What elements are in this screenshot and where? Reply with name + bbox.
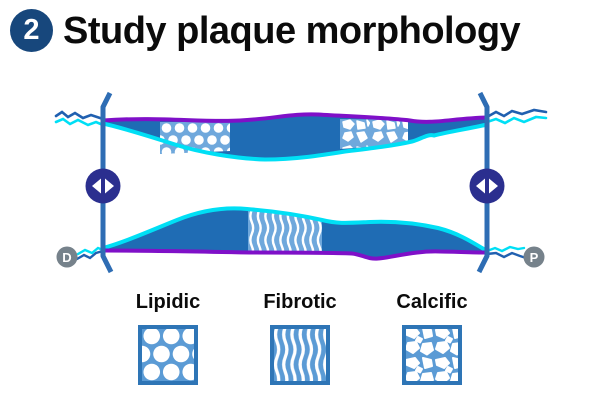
- distal-label-text: D: [62, 250, 71, 265]
- legend-item-calcific: Calcific: [389, 291, 475, 385]
- page-title: Study plaque morphology: [63, 9, 521, 52]
- calcific-pattern-swatch: [402, 325, 462, 385]
- legend-label-fibrotic: Fibrotic: [263, 291, 337, 313]
- header: 2 Study plaque morphology: [10, 9, 521, 52]
- step-number-badge: 2: [10, 9, 53, 52]
- vessel-continuation-top-left: [54, 110, 105, 127]
- lipidic-pattern-swatch: [138, 325, 198, 385]
- legend-item-fibrotic: Fibrotic: [257, 291, 343, 385]
- step-number: 2: [23, 14, 40, 46]
- proximal-label: P: [523, 246, 545, 268]
- vessel-bottom-outer-wall-line: [101, 248, 489, 261]
- vessel-continuation-bottom-right: [485, 245, 528, 260]
- vessel-bottom-lumen-line: [101, 206, 489, 253]
- fibrotic-plaque-region: [248, 211, 322, 252]
- vessel-top-outer-wall-line: [101, 112, 489, 124]
- legend-item-lipidic: Lipidic: [125, 291, 211, 385]
- vessel-top-half: [101, 112, 489, 162]
- plaque-type-legend: Lipidic Fibrotic Calcific: [0, 291, 600, 385]
- proximal-label-text: P: [530, 250, 539, 265]
- vessel-continuation-top-right: [485, 108, 548, 125]
- legend-label-calcific: Calcific: [396, 291, 468, 313]
- vessel-continuation-bottom-left: [75, 246, 105, 261]
- horizontal-arrows-icon: [85, 168, 121, 204]
- vessel-top-lumen-line: [101, 121, 489, 162]
- legend-label-lipidic: Lipidic: [135, 291, 201, 313]
- distal-label: D: [56, 246, 78, 268]
- horizontal-arrows-icon: [469, 168, 505, 204]
- vessel-bottom-half: [101, 206, 489, 261]
- fibrotic-pattern-swatch: [270, 325, 330, 385]
- calcific-plaque-region: [340, 119, 408, 149]
